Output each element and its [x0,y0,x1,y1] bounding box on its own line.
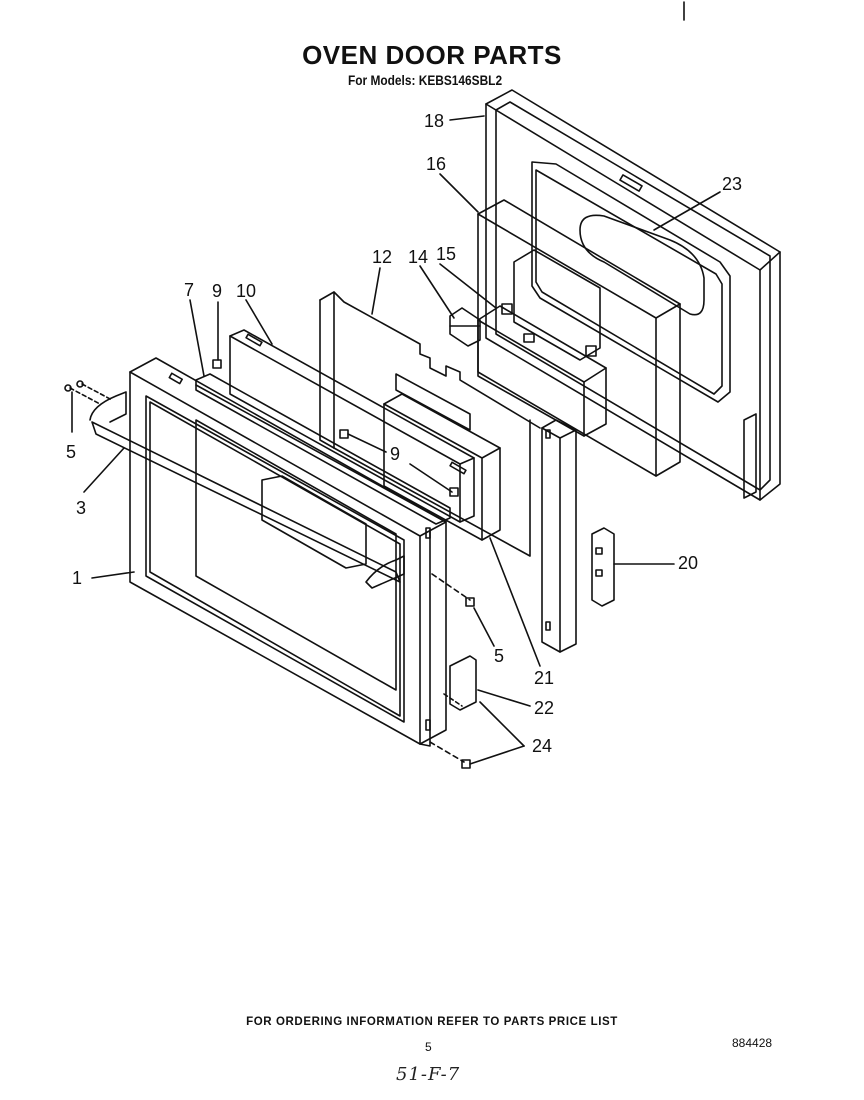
part-14-clip [449,307,481,347]
callout-5-right: 5 [494,646,504,666]
screw-part-5-right [431,573,475,607]
document-number: 884428 [732,1036,773,1050]
callout-3: 3 [76,498,86,518]
callout-1: 1 [72,568,82,588]
callout-12: 12 [372,247,392,267]
leader-lines [71,115,721,765]
callout-22: 22 [534,698,554,718]
part-23-gasket [579,214,705,316]
part-20-hinge [591,527,615,607]
screw-part-5-left [64,380,113,405]
part-1-outer-frame [129,357,447,747]
callout-20: 20 [678,553,698,573]
callout-9-mid: 9 [390,444,400,464]
callout-21: 21 [534,668,554,688]
callout-18: 18 [424,111,444,131]
page-number: 5 [425,1040,432,1054]
callout-24: 24 [532,736,552,756]
part-18-rear-panel [485,89,781,501]
part-22-bracket [443,655,477,711]
part-12-shield-panel [319,291,541,557]
callout-7: 7 [184,280,194,300]
callout-23: 23 [722,174,742,194]
exploded-view-diagram: 18 16 23 12 14 15 7 9 10 5 3 9 1 20 5 21… [64,1,781,769]
callout-5-left: 5 [66,442,76,462]
part-15-bracket [477,303,607,437]
callout-10: 10 [236,281,256,301]
page-title: OVEN DOOR PARTS [302,40,562,70]
callout-9-top: 9 [212,281,222,301]
handwritten-note: 51-F-7 [396,1064,461,1085]
part-3-handle [89,391,405,589]
part-10-trim [229,329,475,523]
model-subtitle: For Models: KEBS146SBL2 [348,72,503,88]
callouts: 18 16 23 12 14 15 7 9 10 5 3 9 1 20 5 21… [66,111,742,756]
part-21-glass [383,393,501,541]
callout-16: 16 [426,154,446,174]
ordering-note: FOR ORDERING INFORMATION REFER TO PARTS … [246,1016,618,1028]
callout-15: 15 [436,244,456,264]
callout-14: 14 [408,247,428,267]
side-channel [541,419,577,653]
screw-part-24 [429,741,471,769]
screw-part-9-a [212,359,222,369]
